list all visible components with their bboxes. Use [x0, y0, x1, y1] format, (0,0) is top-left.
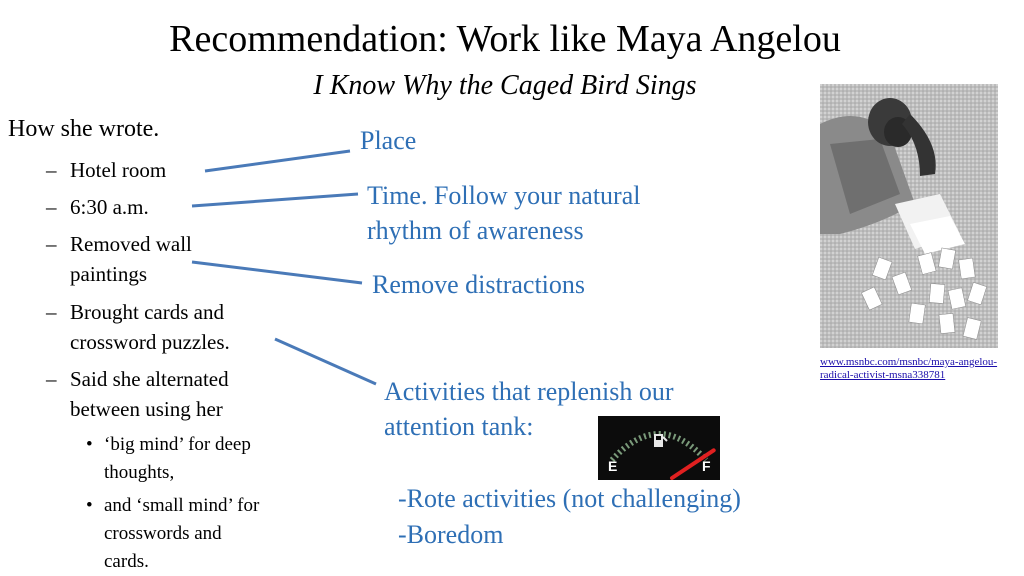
slide-title: Recommendation: Work like Maya Angelou — [169, 18, 841, 60]
outline-heading: How she wrote. — [8, 116, 160, 142]
sub-item-big-mind: ‘big mind’ for deep — [104, 434, 251, 455]
gauge-empty-label: E — [608, 458, 617, 474]
outline-item-removed-wall-cont: paintings — [70, 262, 147, 286]
photo-credit-link[interactable]: www.msnbc.com/msnbc/maya-angelou- — [820, 356, 998, 368]
outline-item-cards: Brought cards and — [70, 300, 224, 324]
callout-boredom: -Boredom — [398, 520, 504, 549]
dot-bullet: • — [86, 495, 93, 516]
callout-distractions: Remove distractions — [372, 270, 586, 299]
connector-time — [191, 192, 359, 208]
callout-time-cont: rhythm of awareness — [367, 216, 584, 245]
dash-bullet: – — [46, 158, 57, 182]
photo-credit-link-cont[interactable]: radical-activist-msna338781 — [820, 369, 946, 381]
callout-place: Place — [360, 126, 417, 155]
sub-item-small-mind-cont2: cards. — [104, 551, 149, 572]
outline-item-time: 6:30 a.m. — [70, 195, 149, 219]
connector-activities — [274, 337, 377, 386]
fuel-gauge-image: E F — [598, 416, 720, 480]
outline-item-removed-wall: Removed wall — [70, 232, 192, 256]
gauge-needle — [670, 448, 716, 480]
dash-bullet: – — [46, 300, 57, 324]
gauge-full-label: F — [702, 458, 711, 474]
dash-bullet: – — [46, 232, 57, 256]
outline-item-cards-cont: crossword puzzles. — [70, 330, 230, 354]
slide-subtitle: I Know Why the Caged Bird Sings — [313, 70, 697, 101]
callout-time: Time. Follow your natural — [367, 181, 641, 210]
outline-item-alternated-cont: between using her — [70, 397, 223, 421]
callout-rote: -Rote activities (not challenging) — [398, 484, 741, 513]
sub-item-small-mind: and ‘small mind’ for — [104, 495, 260, 516]
fuel-pump-icon — [654, 434, 663, 447]
dash-bullet: – — [46, 195, 57, 219]
sub-item-big-mind-cont: thoughts, — [104, 462, 175, 483]
outline-item-alternated: Said she alternated — [70, 367, 229, 391]
dash-bullet: – — [46, 367, 57, 391]
callout-activities-cont: attention tank: — [384, 412, 534, 441]
connector-distractions — [191, 260, 363, 285]
sub-item-small-mind-cont: crosswords and — [104, 523, 222, 544]
outline-item-hotel-room: Hotel room — [70, 158, 167, 182]
connector-place — [204, 149, 351, 173]
maya-angelou-photo — [820, 84, 998, 348]
callout-activities: Activities that replenish our — [384, 377, 674, 406]
dot-bullet: • — [86, 434, 93, 455]
